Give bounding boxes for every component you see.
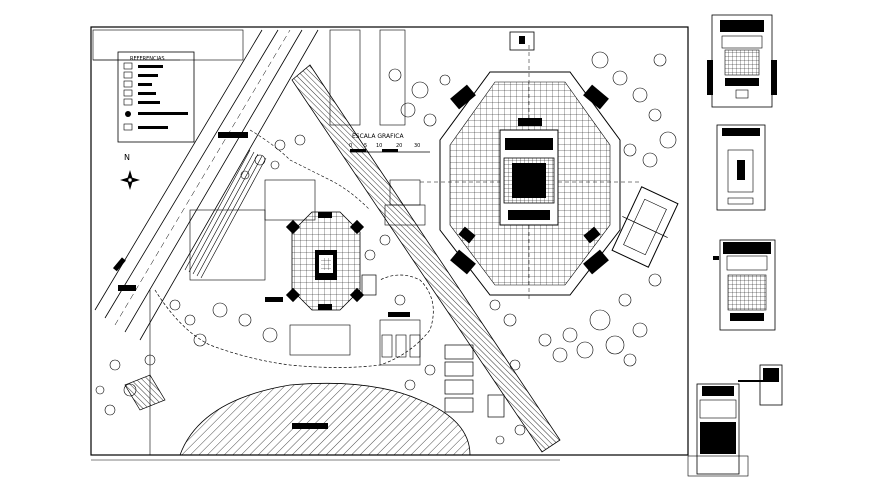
small-stadium-plan [285, 211, 365, 311]
diagonal-hatched-strip [291, 64, 561, 453]
scale-tick-2: 10 [376, 143, 382, 149]
north-arrow: N [120, 153, 140, 190]
seating-rows [112, 132, 267, 291]
elevation-top [707, 14, 777, 108]
tennis-court [611, 186, 679, 268]
elevation-lower [713, 239, 776, 331]
building-blocks [189, 179, 426, 429]
scale-tick-4: 30 [414, 143, 420, 149]
scale-tick-3: 20 [396, 143, 402, 149]
parking-lot [124, 290, 166, 455]
elevation-bottom [687, 364, 783, 477]
north-label: N [124, 153, 130, 162]
elevation-middle [716, 124, 766, 211]
scale-title: ESCALA GRAFICA [352, 133, 404, 140]
legend-title: REFERENCIAS [130, 56, 165, 62]
graphic-scale: ESCALA GRAFICA 0 5 10 20 30 [349, 133, 430, 153]
winding-path [154, 274, 434, 368]
diagonal-avenue [94, 29, 319, 341]
legend-box: REFERENCIAS [117, 51, 195, 143]
hatched-field-area [179, 382, 471, 456]
winding-path-2 [249, 129, 371, 211]
top-buildings [92, 29, 535, 126]
scale-tick-0: 0 [349, 143, 352, 149]
scale-tick-1: 5 [364, 143, 367, 149]
large-stadium-plan [420, 45, 640, 300]
trees [95, 51, 677, 445]
small-courts [361, 274, 505, 418]
